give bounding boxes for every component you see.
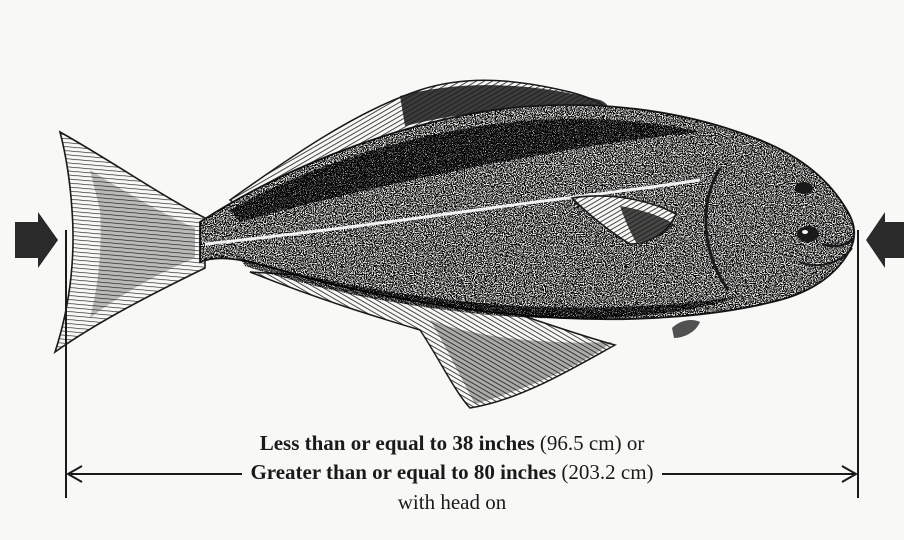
fish-eye-lower — [797, 226, 819, 242]
arrow-left-icon — [866, 212, 904, 268]
caption-line-2-bold: Greater than or equal to 80 inches — [250, 460, 556, 484]
caption-line-1: Less than or equal to 38 inches (96.5 cm… — [0, 430, 904, 456]
caption-line-2-normal: (203.2 cm) — [556, 460, 653, 484]
arrow-right-icon — [15, 212, 58, 268]
fish-eye-lower-highlight — [802, 230, 808, 234]
caption-line-1-bold: Less than or equal to 38 inches — [260, 431, 535, 455]
fish-eye-upper — [795, 182, 813, 194]
caption-line-3: with head on — [0, 489, 904, 515]
caption-line-2-mask: Greater than or equal to 80 inches (203.… — [242, 460, 661, 484]
caption-line-2: Greater than or equal to 80 inches (203.… — [0, 459, 904, 485]
halibut-icon — [55, 80, 854, 408]
pelvic-fin — [672, 320, 700, 338]
caption-line-1-normal: (96.5 cm) or — [535, 431, 645, 455]
